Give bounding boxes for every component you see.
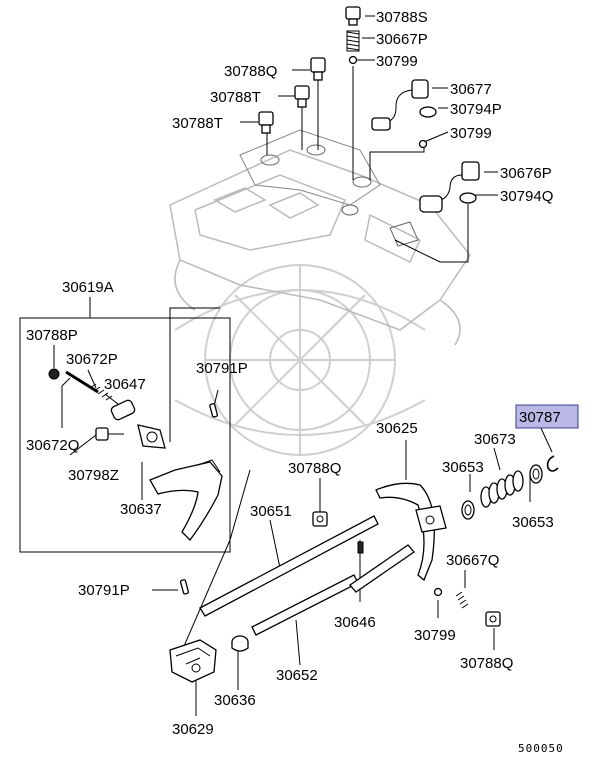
bolt-30788Q-mid-part (312, 511, 328, 527)
fork-30625-part (375, 482, 447, 582)
pin-30791P-b-part (179, 579, 190, 595)
label-30791P-a[interactable]: 30791P (196, 360, 248, 377)
label-30788T-b[interactable]: 30788T (172, 115, 223, 132)
label-30647[interactable]: 30647 (104, 376, 146, 393)
spring-30667P-part (346, 30, 360, 52)
label-30798Z[interactable]: 30798Z (68, 467, 119, 484)
spring-30667Q-part (455, 591, 469, 609)
label-30673[interactable]: 30673 (474, 431, 516, 448)
ball-30799-mid-part (418, 139, 428, 149)
label-30791P-b[interactable]: 30791P (78, 582, 130, 599)
gasket-30794P-part (419, 106, 437, 118)
ball-30799-low-part (433, 587, 443, 597)
label-30636[interactable]: 30636 (214, 692, 256, 709)
label-30672P[interactable]: 30672P (66, 351, 118, 368)
spring-30673-part (480, 470, 524, 508)
bolt-30788T-b-part (258, 111, 274, 134)
label-30637[interactable]: 30637 (120, 501, 162, 518)
leader-lines-top (240, 15, 498, 263)
label-30677[interactable]: 30677 (450, 81, 492, 98)
label-30653-a[interactable]: 30653 (442, 459, 484, 476)
block-30629-part (169, 639, 217, 683)
leader-lines-box (53, 307, 220, 500)
rod-30652-ext-part (349, 544, 415, 593)
label-30788T-a[interactable]: 30788T (210, 89, 261, 106)
washer-30788P-part (48, 368, 60, 380)
bolt-30798Z-part (95, 427, 124, 441)
highlight-box-30787 (515, 404, 579, 429)
label-30794Q[interactable]: 30794Q (500, 188, 553, 205)
label-30619A[interactable]: 30619A (62, 279, 114, 296)
diagram-code: 500050 (518, 742, 564, 755)
label-30629[interactable]: 30629 (172, 721, 214, 738)
bolt-30788Q-top-part (310, 57, 326, 81)
bolt-30788Q-low-part (485, 611, 501, 627)
watermark-emblem (174, 264, 426, 456)
assembly-box-30619A (19, 317, 231, 553)
label-30625[interactable]: 30625 (376, 420, 418, 437)
label-30799-top[interactable]: 30799 (376, 53, 418, 70)
gasket-30794Q-part (459, 192, 477, 204)
pin-30646-part (357, 541, 364, 554)
pin-30791P-a-part (209, 403, 219, 418)
fork-30619A-part (149, 459, 223, 541)
bolt-30788S-part (345, 6, 361, 26)
label-30799-mid[interactable]: 30799 (450, 125, 492, 142)
ball-30799-top-part (348, 55, 358, 65)
label-30788S[interactable]: 30788S (376, 9, 428, 26)
pin-30672Q-part (65, 370, 99, 394)
transmission-case (169, 129, 471, 346)
rod-30651-part (199, 515, 379, 617)
leader-lines-lower (152, 389, 553, 716)
label-30788Q-mid[interactable]: 30788Q (288, 460, 341, 477)
label-30652[interactable]: 30652 (276, 667, 318, 684)
switch-30677-part (371, 79, 429, 131)
sleeve-30647-part (110, 399, 136, 421)
label-30653-b[interactable]: 30653 (512, 514, 554, 531)
label-30667Q[interactable]: 30667Q (446, 552, 499, 569)
label-30794P[interactable]: 30794P (450, 101, 502, 118)
label-30788P[interactable]: 30788P (26, 327, 78, 344)
label-30672Q[interactable]: 30672Q (26, 437, 79, 454)
label-30651[interactable]: 30651 (250, 503, 292, 520)
label-30676P[interactable]: 30676P (500, 165, 552, 182)
ring-30653-b-part (529, 464, 543, 484)
bolt-30788T-a-part (294, 85, 310, 108)
bushing-30636-part (231, 635, 249, 652)
label-30788Q-low[interactable]: 30788Q (460, 655, 513, 672)
clip-30787-part (546, 455, 559, 472)
block-30637-part (137, 424, 166, 449)
label-30646[interactable]: 30646 (334, 614, 376, 631)
label-30667P-top[interactable]: 30667P (376, 31, 428, 48)
label-30788Q-top[interactable]: 30788Q (224, 63, 277, 80)
label-30799-low[interactable]: 30799 (414, 627, 456, 644)
part-labels: 30788S 30667P 30799 30788Q 30677 30788T … (26, 9, 564, 755)
spring-30672P-part (89, 383, 113, 401)
label-30787[interactable]: 30787 (519, 409, 561, 426)
ring-30653-a-part (461, 500, 475, 520)
switch-30676P-part (419, 161, 480, 213)
